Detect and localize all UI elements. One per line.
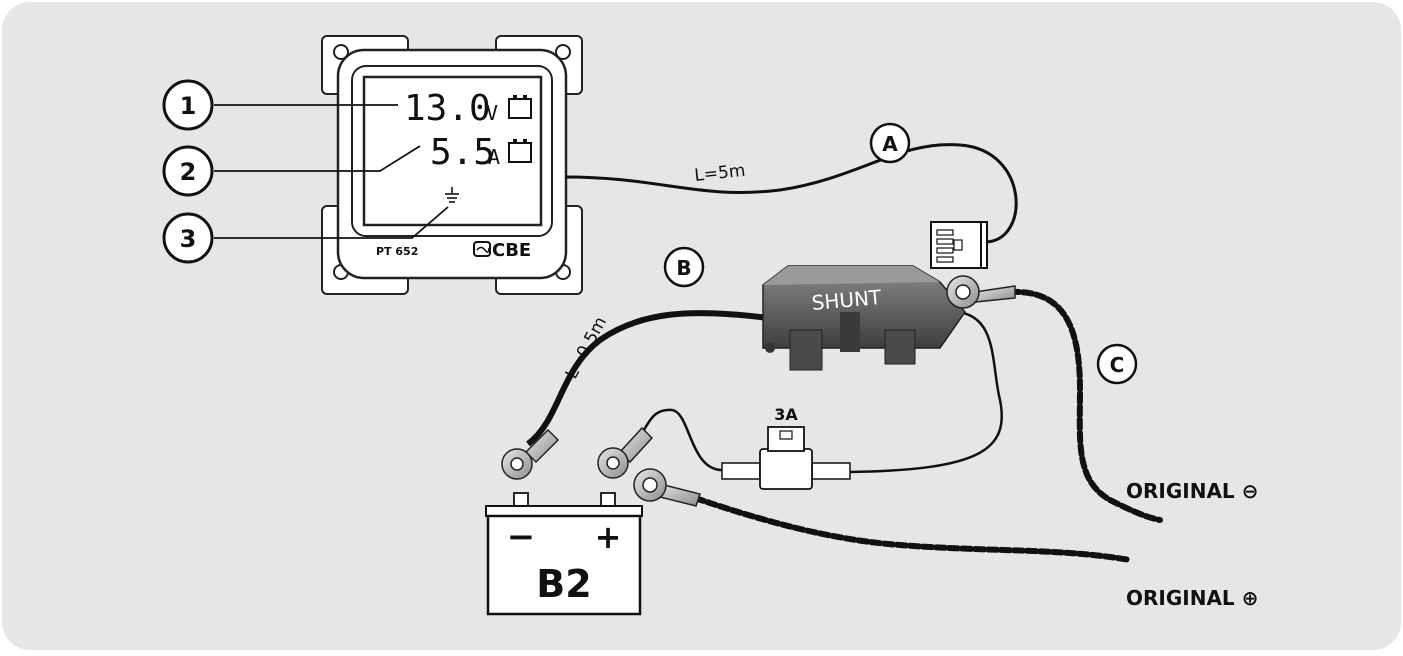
fuse-to-battery-wire: [636, 408, 723, 472]
ring-terminal-icon: [946, 275, 1016, 309]
mount-hole-icon: [333, 44, 349, 60]
cbe-logo-icon: [473, 241, 491, 257]
battery-minus: −: [507, 517, 536, 557]
battery-plus: +: [595, 518, 622, 556]
shunt-unit: SHUNT: [762, 265, 966, 371]
original-positive-label: ORIGINAL ⊕: [1126, 586, 1258, 610]
current-reading: 5.5: [430, 132, 495, 173]
cable-b-callout: B: [663, 246, 705, 288]
voltage-unit: V: [486, 101, 498, 125]
cable-c: [1007, 288, 1163, 523]
callout-1: 1: [162, 79, 398, 131]
callout-number: 3: [180, 225, 197, 253]
current-unit: A: [488, 145, 500, 169]
battery-icon: [508, 142, 532, 163]
voltage-reading: 13.0: [404, 88, 491, 129]
battery-name: B2: [536, 562, 591, 606]
positive-original-cable: [692, 495, 1133, 563]
ground-symbol-icon: [445, 187, 459, 203]
callout-3: 3: [162, 206, 449, 264]
battery-negative-lug-icon: [501, 428, 560, 480]
cable-c-callout: C: [1096, 343, 1138, 385]
fuse-label: 3A: [774, 405, 798, 424]
monitor-unit: 13.0 V 5.5 A PT 652 CBE: [321, 35, 583, 295]
mount-hole-icon: [555, 44, 571, 60]
brand-label: CBE: [492, 240, 531, 261]
callout-number: 2: [180, 158, 197, 186]
cable-a-callout: A: [869, 122, 911, 164]
cable-a: [565, 143, 1018, 244]
battery-b2: − + B2: [485, 492, 643, 616]
original-positive-lug-icon: [633, 468, 701, 507]
connector-plug: [930, 221, 988, 269]
cable-c-label: C: [1110, 353, 1125, 377]
original-negative-label: ORIGINAL ⊖: [1126, 479, 1258, 503]
callout-number: 1: [180, 92, 197, 120]
cable-a-label: A: [882, 132, 898, 156]
cable-b: [526, 310, 769, 447]
monitor-model: PT 652: [376, 245, 418, 258]
callout-2: 2: [162, 145, 421, 197]
battery-icon: [508, 98, 532, 119]
cable-b-label: B: [676, 256, 691, 280]
shunt-to-fuse-wire: [849, 310, 1003, 474]
fuse-holder: 3A: [721, 405, 851, 490]
battery-positive-lug-icon: [597, 426, 654, 479]
